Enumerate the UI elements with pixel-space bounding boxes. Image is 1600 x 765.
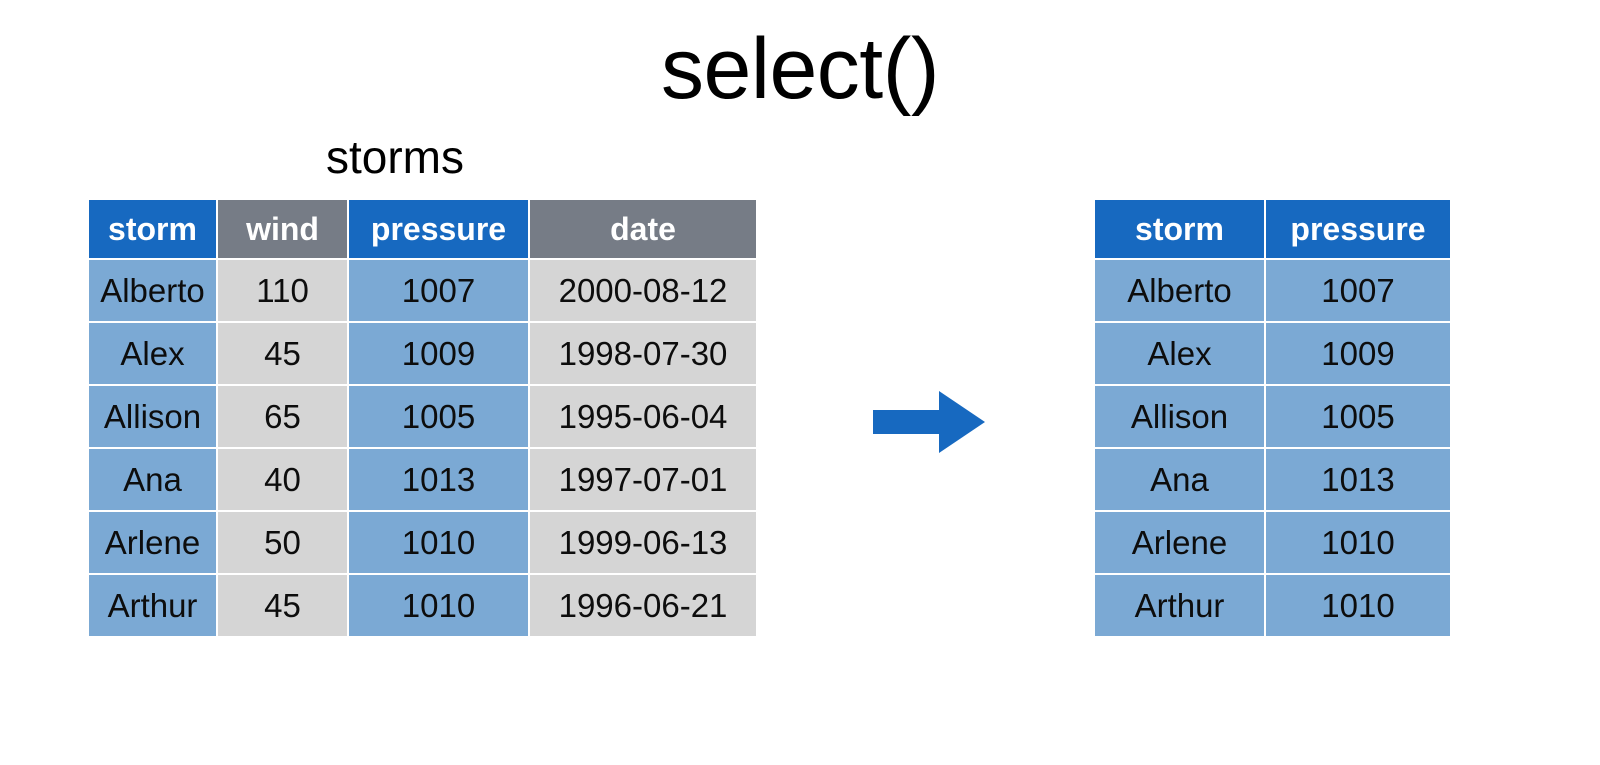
cell-date: 1997-07-01 (530, 447, 756, 510)
cell-storm: Alex (1095, 321, 1266, 384)
cell-storm: Ana (1095, 447, 1266, 510)
table-row: Ana 40 1013 1997-07-01 (89, 447, 756, 510)
table-row: Alberto 110 1007 2000-08-12 (89, 258, 756, 321)
column-header-date[interactable]: date (530, 200, 756, 258)
table-row: Arlene 1010 (1095, 510, 1450, 573)
cell-pressure: 1010 (1266, 573, 1450, 636)
cell-date: 1996-06-21 (530, 573, 756, 636)
cell-wind: 50 (218, 510, 349, 573)
cell-pressure: 1013 (1266, 447, 1450, 510)
cell-pressure: 1009 (1266, 321, 1450, 384)
table-header-row: storm wind pressure date (89, 200, 756, 258)
table-row: Alex 1009 (1095, 321, 1450, 384)
column-header-wind[interactable]: wind (218, 200, 349, 258)
table-row: Alberto 1007 (1095, 258, 1450, 321)
cell-storm: Arthur (1095, 573, 1266, 636)
cell-wind: 45 (218, 321, 349, 384)
cell-date: 2000-08-12 (530, 258, 756, 321)
cell-pressure: 1005 (349, 384, 530, 447)
source-table-caption: storms (326, 131, 464, 183)
cell-pressure: 1007 (1266, 258, 1450, 321)
cell-storm: Allison (1095, 384, 1266, 447)
cell-pressure: 1013 (349, 447, 530, 510)
column-header-pressure[interactable]: pressure (349, 200, 530, 258)
cell-wind: 110 (218, 258, 349, 321)
cell-date: 1995-06-04 (530, 384, 756, 447)
table-row: Arthur 45 1010 1996-06-21 (89, 573, 756, 636)
cell-pressure: 1005 (1266, 384, 1450, 447)
table-row: Allison 65 1005 1995-06-04 (89, 384, 756, 447)
table-row: Ana 1013 (1095, 447, 1450, 510)
cell-storm: Alberto (1095, 258, 1266, 321)
cell-wind: 40 (218, 447, 349, 510)
column-header-storm[interactable]: storm (1095, 200, 1266, 258)
cell-wind: 45 (218, 573, 349, 636)
table-row: Allison 1005 (1095, 384, 1450, 447)
result-data-table: storm pressure Alberto 1007 Alex 1009 Al… (1095, 200, 1450, 636)
cell-storm: Allison (89, 384, 218, 447)
table-header-row: storm pressure (1095, 200, 1450, 258)
table-row: Alex 45 1009 1998-07-30 (89, 321, 756, 384)
cell-storm: Arthur (89, 573, 218, 636)
cell-pressure: 1010 (349, 510, 530, 573)
source-data-table: storm wind pressure date Alberto 110 100… (89, 200, 756, 636)
column-header-pressure[interactable]: pressure (1266, 200, 1450, 258)
cell-pressure: 1009 (349, 321, 530, 384)
cell-storm: Ana (89, 447, 218, 510)
right-arrow-icon (873, 391, 985, 453)
cell-pressure: 1010 (1266, 510, 1450, 573)
cell-storm: Arlene (1095, 510, 1266, 573)
cell-storm: Arlene (89, 510, 218, 573)
cell-storm: Alex (89, 321, 218, 384)
cell-date: 1999-06-13 (530, 510, 756, 573)
cell-wind: 65 (218, 384, 349, 447)
cell-storm: Alberto (89, 258, 218, 321)
table-row: Arthur 1010 (1095, 573, 1450, 636)
page-title: select() (661, 21, 939, 117)
column-header-storm[interactable]: storm (89, 200, 218, 258)
cell-pressure: 1010 (349, 573, 530, 636)
cell-date: 1998-07-30 (530, 321, 756, 384)
table-row: Arlene 50 1010 1999-06-13 (89, 510, 756, 573)
cell-pressure: 1007 (349, 258, 530, 321)
